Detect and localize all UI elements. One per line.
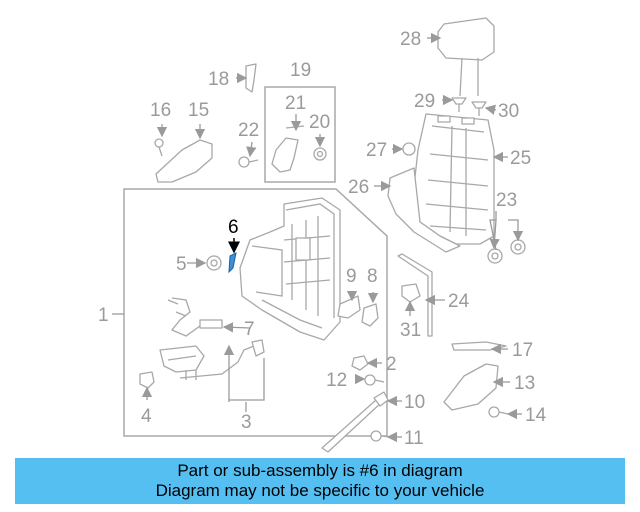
- callout-19[interactable]: 19: [290, 60, 311, 81]
- callout-29[interactable]: 29: [414, 91, 435, 112]
- part-4-bracket: [139, 371, 155, 389]
- part-27-washer: [402, 142, 416, 156]
- callout-12[interactable]: 12: [326, 370, 347, 391]
- callout-14[interactable]: 14: [525, 405, 547, 426]
- callout-13[interactable]: 13: [514, 373, 535, 394]
- part-14-screw: [488, 406, 509, 418]
- callout-27[interactable]: 27: [366, 140, 387, 161]
- part-30-guide: [471, 101, 487, 116]
- part-9-bracket: [337, 295, 361, 319]
- callout-22[interactable]: 22: [238, 120, 259, 141]
- part-3-recliner: [159, 339, 265, 380]
- part-20-bushing: [313, 147, 327, 161]
- part-8-hook: [361, 303, 379, 327]
- callout-5[interactable]: 5: [176, 254, 187, 275]
- part-26-cover: [387, 167, 461, 253]
- part-23-caps: [487, 239, 526, 264]
- seat-back-frame: [239, 197, 341, 341]
- highlighted-part-6: [228, 252, 237, 274]
- part-11-bolt: [370, 430, 391, 442]
- callout-31[interactable]: 31: [400, 320, 421, 341]
- callout-numbers: 1 2 3 4 5 6 7 8 9 10 11 12 13 14 15 16 1…: [98, 29, 547, 449]
- callout-9[interactable]: 9: [346, 266, 357, 287]
- callout-16[interactable]: 16: [150, 100, 171, 121]
- callout-26[interactable]: 26: [348, 177, 369, 198]
- callout-21[interactable]: 21: [285, 93, 306, 114]
- callout-17[interactable]: 17: [512, 340, 533, 361]
- callout-30[interactable]: 30: [498, 101, 519, 122]
- callout-15[interactable]: 15: [188, 100, 209, 121]
- part-12-bolt: [364, 374, 385, 386]
- part-5-grommet: [206, 255, 222, 271]
- banner-line-part: Part or sub-assembly is #6 in diagram: [177, 461, 463, 480]
- part-31-bracket: [401, 283, 421, 303]
- callout-8[interactable]: 8: [367, 266, 378, 287]
- callout-24[interactable]: 24: [448, 291, 470, 312]
- callout-25[interactable]: 25: [510, 148, 531, 169]
- callout-11[interactable]: 11: [404, 428, 424, 449]
- callout-6[interactable]: 6: [228, 217, 239, 238]
- callout-1[interactable]: 1: [98, 305, 109, 326]
- part-21-lever: [271, 125, 305, 173]
- part-7-cable: [167, 297, 223, 337]
- part-10-rod: [321, 391, 389, 453]
- assembly-box-1: [123, 188, 388, 437]
- callout-7[interactable]: 7: [244, 319, 255, 340]
- part-22-bolt: [238, 156, 259, 168]
- part-28-headrest: [437, 17, 495, 97]
- callout-18[interactable]: 18: [208, 69, 229, 90]
- part-15-cover: [155, 139, 213, 183]
- part-18-clip: [245, 63, 257, 93]
- part-24-trim: [397, 253, 433, 337]
- callout-10[interactable]: 10: [404, 392, 425, 413]
- callout-28[interactable]: 28: [400, 29, 421, 50]
- info-banner: Part or sub-assembly is #6 in diagram Di…: [15, 458, 625, 504]
- assembly-box-19: [264, 86, 336, 183]
- callout-3[interactable]: 3: [241, 412, 252, 433]
- part-29-guide: [451, 97, 467, 112]
- callout-4[interactable]: 4: [141, 406, 152, 427]
- callout-20[interactable]: 20: [309, 112, 330, 133]
- callout-23[interactable]: 23: [496, 190, 517, 211]
- callout-2[interactable]: 2: [386, 354, 397, 375]
- leader-lines: [112, 32, 524, 443]
- part-2-nut: [351, 355, 369, 371]
- part-16-screw: [154, 138, 164, 157]
- banner-line-disclaimer: Diagram may not be specific to your vehi…: [155, 481, 485, 500]
- part-13-cover: [443, 363, 499, 411]
